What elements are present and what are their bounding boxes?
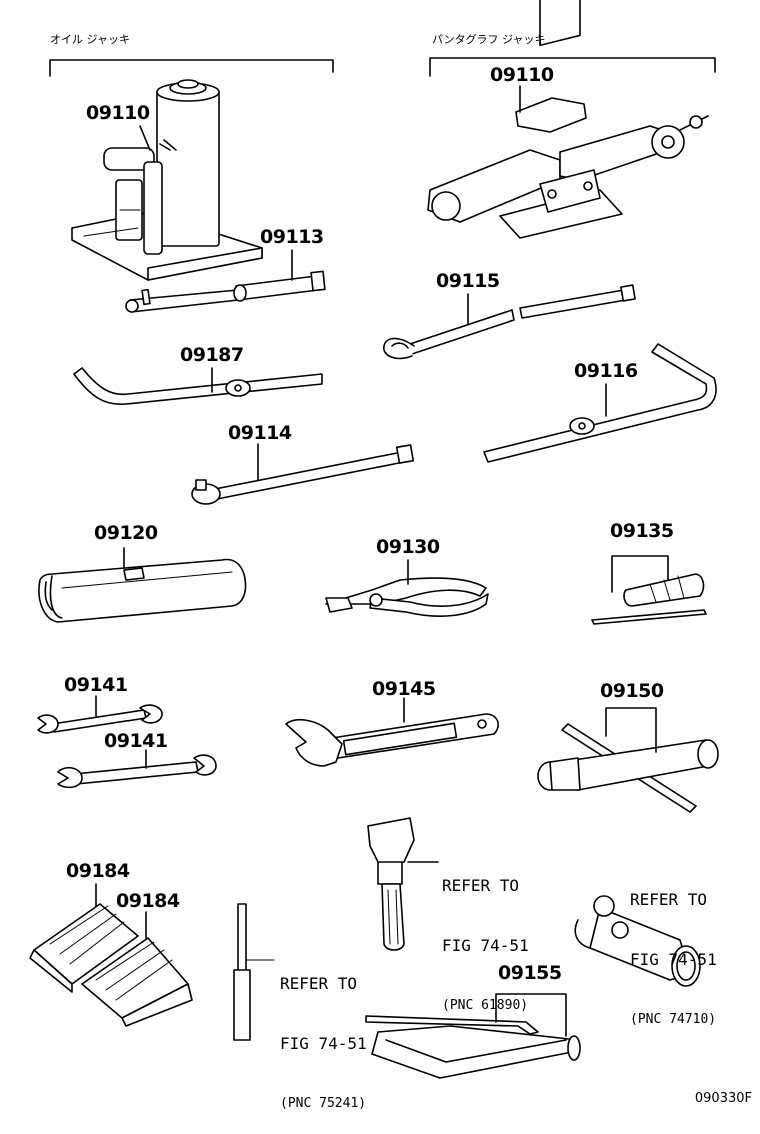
part-label-wheel-chock-left[interactable]: 09184	[66, 860, 130, 882]
wheel-chock-left-drawing	[29, 903, 139, 993]
part-label-oil-jack[interactable]: 09110	[86, 102, 150, 124]
wrench-bar-right-drawing	[483, 343, 717, 463]
oil-jack-bracket	[49, 59, 334, 77]
ref3-rod-drawing	[233, 903, 275, 1041]
screwdriver-drawing	[591, 573, 707, 625]
pantograph-jack-bracket	[429, 57, 716, 77]
oil-jack-drawing	[71, 79, 263, 281]
part-label-oil-jack-handle[interactable]: 09113	[260, 226, 324, 248]
wrench-bar-left-drawing	[73, 367, 323, 406]
part-label-pliers[interactable]: 09130	[376, 536, 440, 558]
jack-handle-drawing	[383, 284, 636, 360]
part-label-adjustable-wrench[interactable]: 09145	[372, 678, 436, 700]
ref3-line1: REFER TO	[280, 974, 358, 993]
part-label-spanner-lower[interactable]: 09141	[104, 730, 168, 752]
ref2-line1: REFER TO	[630, 890, 708, 909]
oil-jack-handle-drawing	[125, 270, 326, 313]
part-label-screwdriver[interactable]: 09135	[610, 520, 674, 542]
wheel-chock-right-drawing	[81, 937, 193, 1027]
part-label-jack-handle[interactable]: 09115	[436, 270, 500, 292]
ref3-pnc[interactable]: (PNC 75241)	[280, 1096, 367, 1111]
ref1-line1: REFER TO	[442, 876, 520, 895]
part-label-pantograph-jack[interactable]: 09110	[490, 64, 554, 86]
screwdriver-leader	[611, 555, 669, 593]
socket-wrench-drawing	[537, 723, 719, 813]
ref1-line2: FIG 74-51	[442, 936, 529, 955]
reference-note-2: REFER TO FIG 74-51 (PNC 74710)	[630, 850, 717, 1050]
socket-wrench-leader	[605, 707, 657, 753]
ref2-line2: FIG 74-51	[630, 950, 717, 969]
pantograph-jack-drawing	[427, 0, 709, 239]
part-label-wrench-bar-left[interactable]: 09187	[180, 344, 244, 366]
ref2-pnc[interactable]: (PNC 74710)	[630, 1012, 717, 1027]
ref2-tool-drawing	[574, 895, 701, 987]
ref3-line2: FIG 74-51	[280, 1034, 367, 1053]
extension-bar-drawing	[191, 444, 415, 505]
part-label-socket-wrench[interactable]: 09150	[600, 680, 664, 702]
ref1-pnc[interactable]: (PNC 61890)	[442, 998, 529, 1013]
oil-jack-leader	[139, 125, 151, 151]
oil-jack-header: オイル ジャッキ	[50, 33, 130, 46]
part-label-spanner-upper[interactable]: 09141	[64, 674, 128, 696]
pliers-drawing	[325, 577, 489, 617]
figure-code: 090330F	[694, 1091, 752, 1106]
reference-note-3: REFER TO FIG 74-51 (PNC 75241)	[280, 934, 367, 1134]
spanner-lower-drawing	[57, 754, 217, 789]
part-label-wheel-chock-right[interactable]: 09184	[116, 890, 180, 912]
reference-note-1: REFER TO FIG 74-51 (PNC 61890)	[442, 836, 529, 1036]
ref1-tool-drawing	[367, 817, 415, 951]
part-label-tool-bag[interactable]: 09120	[94, 522, 158, 544]
part-label-extension-bar[interactable]: 09114	[228, 422, 292, 444]
tool-case-drawing	[365, 1015, 581, 1079]
pantograph-jack-header: パンタグラフ ジャッキ	[432, 33, 546, 46]
part-label-wrench-bar-right[interactable]: 09116	[574, 360, 638, 382]
tool-case-leader	[495, 993, 567, 1037]
tool-bag-drawing	[38, 558, 247, 623]
adjustable-wrench-drawing	[285, 713, 499, 767]
part-label-tool-case[interactable]: 09155	[498, 962, 562, 984]
spanner-upper-drawing	[37, 704, 163, 734]
